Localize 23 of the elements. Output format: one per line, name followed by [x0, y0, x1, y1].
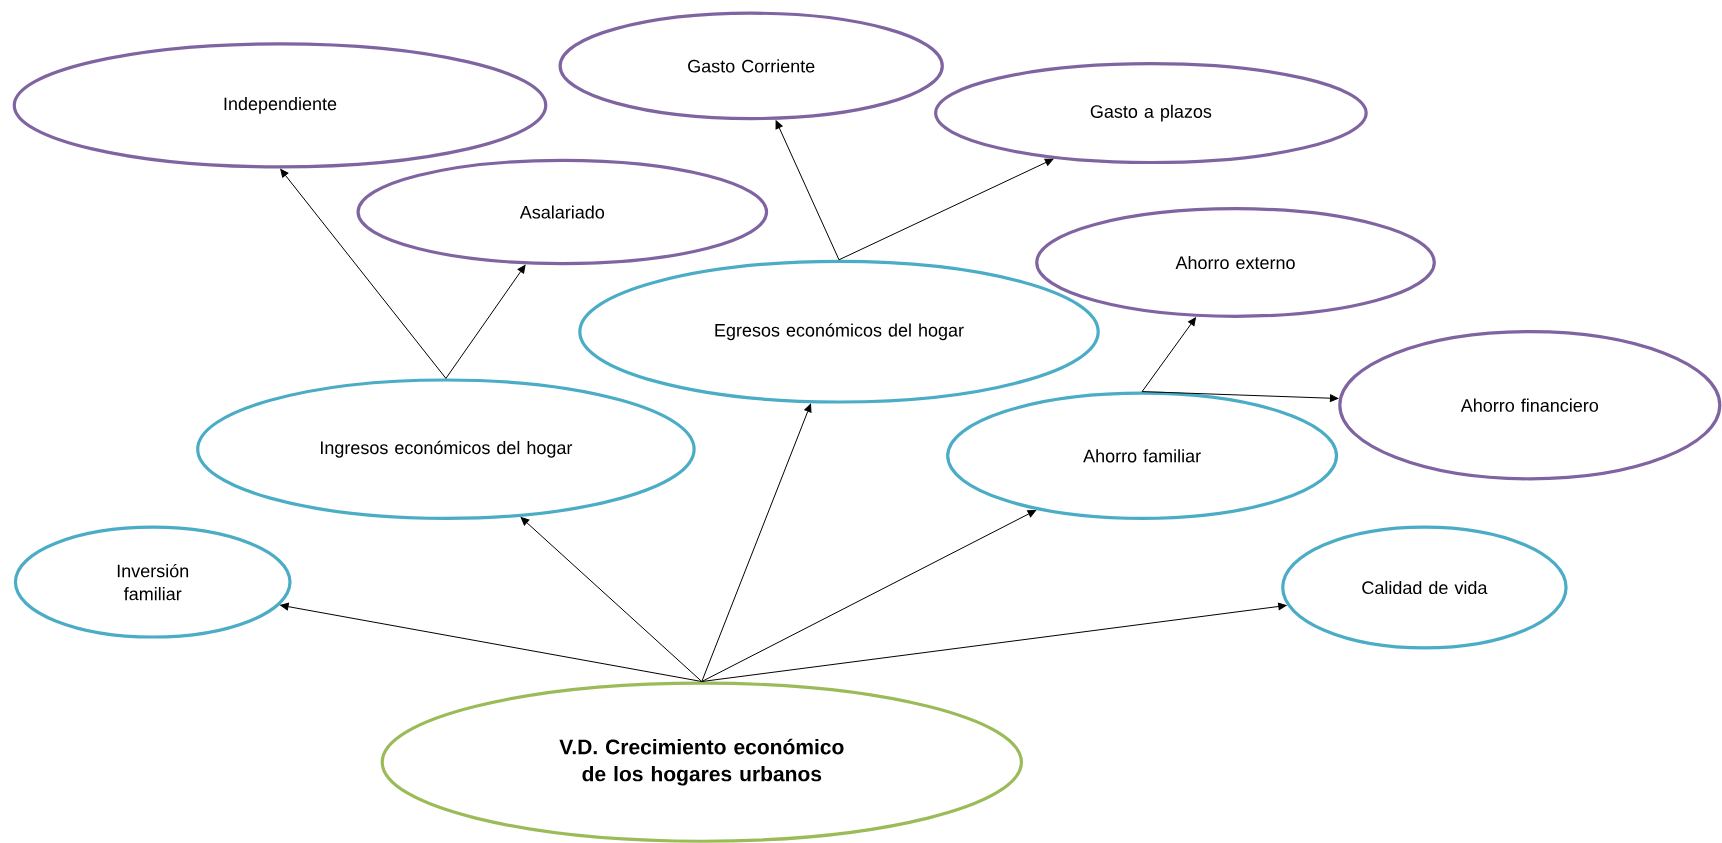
ellipse-node: Ahorro externo [1035, 207, 1436, 318]
arrow [280, 602, 703, 683]
arrow [445, 264, 526, 379]
arrow [701, 509, 1036, 683]
ellipse-node: V.D. Crecimiento económico de los hogares urbanos [380, 681, 1023, 843]
ellipse-node: Ahorro financiero [1338, 330, 1722, 481]
arrow [701, 602, 1287, 683]
ellipse-node: Inversión familiar [13, 525, 292, 639]
arrow [280, 168, 447, 379]
arrow [775, 120, 840, 261]
ellipse-node: Asalariado [356, 158, 769, 266]
arrow [838, 158, 1054, 261]
ellipse-node: Ingresos económicos del hogar [196, 378, 696, 520]
arrow [520, 517, 703, 683]
ellipse-node: Gasto a plazos [934, 62, 1368, 165]
ellipse-node: Calidad de vida [1281, 525, 1568, 650]
ellipse-node: Independiente [12, 42, 548, 169]
arrow [1141, 317, 1196, 393]
ellipse-node: Egresos económicos del hogar [578, 259, 1100, 404]
arrow [701, 403, 812, 683]
ellipse-node: Ahorro familiar [946, 391, 1339, 520]
ellipse-node: Gasto Corriente [558, 11, 944, 121]
arrow [1141, 391, 1339, 403]
